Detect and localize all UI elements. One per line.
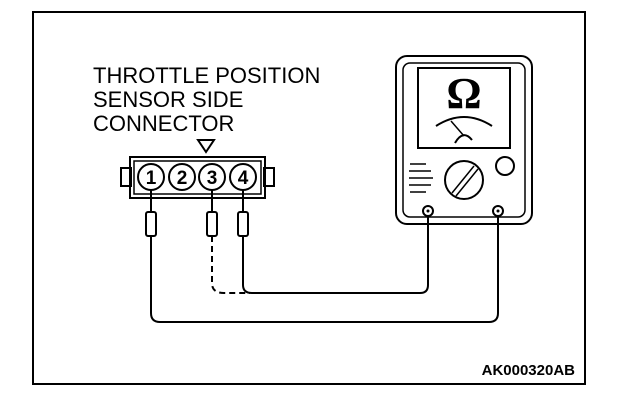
connector-pin-2: 2 — [168, 163, 196, 191]
figure-frame — [32, 11, 586, 385]
connector-pin-4: 4 — [229, 163, 257, 191]
pin-label-4: 4 — [238, 168, 249, 189]
ohmmeter-inner-case — [402, 62, 526, 218]
meter-terminal-right — [492, 205, 504, 217]
pin-label-2: 2 — [177, 168, 188, 189]
pin-indicator-triangle — [196, 139, 216, 154]
pin-label-1: 1 — [146, 168, 157, 189]
meter-terminal-left — [422, 205, 434, 217]
ohmmeter: Ω — [395, 55, 533, 225]
connector-label-line-3: CONNECTOR — [93, 111, 234, 136]
ohm-symbol: Ω — [446, 69, 481, 118]
pin-label-3: 3 — [207, 168, 218, 189]
connector-housing — [129, 156, 266, 199]
range-selector-dial — [444, 160, 484, 200]
connector-pin-3: 3 — [198, 163, 226, 191]
connector: 1 2 3 4 — [120, 156, 275, 199]
figure-code: AK000320AB — [482, 362, 576, 379]
lead-pin-3-alternate-dashed — [211, 236, 250, 294]
probe-tip-4 — [237, 211, 249, 237]
probe-tip-1 — [145, 211, 157, 237]
ohmmeter-display-window — [417, 67, 511, 149]
lead-pin-1-to-meter — [150, 216, 499, 323]
connector-label: THROTTLE POSITION SENSOR SIDE CONNECTOR — [93, 63, 326, 136]
meter-pivot — [454, 134, 473, 144]
lead-pin-4-to-meter — [242, 216, 429, 294]
connector-pin-1: 1 — [137, 163, 165, 191]
probe-tip-3 — [206, 211, 218, 237]
meter-scale-arc — [435, 116, 493, 127]
connector-label-line-1: THROTTLE POSITION — [93, 63, 320, 88]
connector-label-line-2: SENSOR SIDE — [93, 87, 243, 112]
zero-adjust-knob — [495, 156, 515, 176]
ohmmeter-outer-case — [395, 55, 533, 225]
meter-needle — [450, 120, 465, 137]
connector-inner — [133, 160, 262, 195]
